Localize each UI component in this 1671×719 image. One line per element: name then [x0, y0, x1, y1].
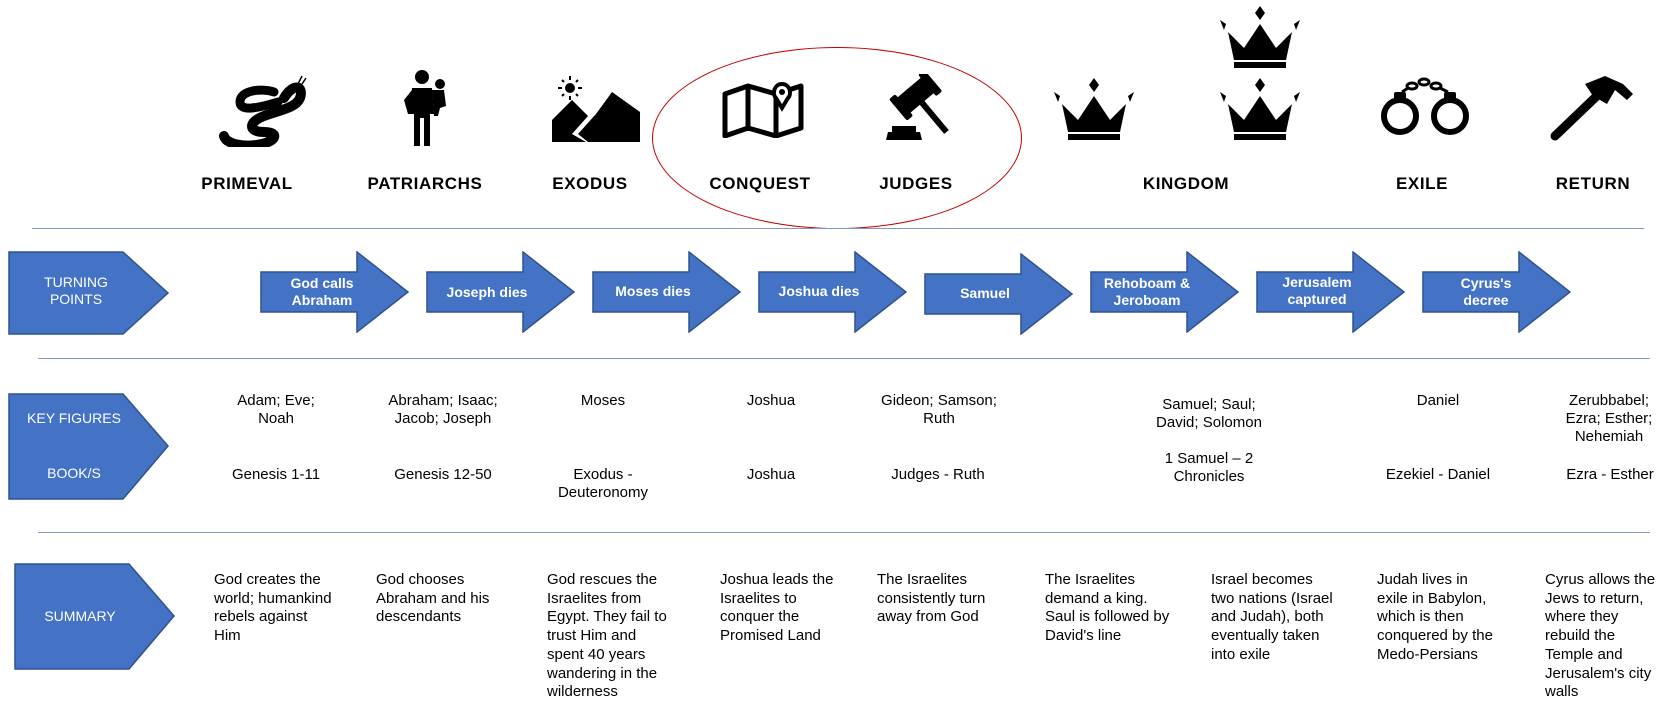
key-figures-header-label: KEY FIGURES	[27, 410, 121, 426]
crown-icon	[1220, 78, 1300, 140]
books-cell: Exodus - Deuteronomy	[557, 466, 649, 501]
divider-line	[38, 358, 1650, 359]
turning-point-arrow	[426, 251, 576, 333]
books-cell: Ezra - Esther	[1566, 466, 1654, 483]
turning-points-header-label: TURNING POINTS	[44, 274, 108, 307]
turning-point-arrow	[1090, 251, 1240, 333]
turning-point-label: Moses dies	[615, 282, 691, 299]
key-figures-cell: Abraham; Isaac; Jacob; Joseph	[388, 392, 498, 427]
turning-point-label: Samuel	[960, 284, 1010, 301]
crown-icon	[1054, 78, 1134, 140]
key-figures-cell: Gideon; Samson; Ruth	[881, 392, 997, 427]
father-child-icon	[404, 70, 446, 146]
key-figures-cell: Zerubbabel; Ezra; Esther; Nehemiah	[1565, 392, 1653, 445]
key-figures-books-header-shape	[8, 393, 169, 500]
summary-cell: Cyrus allows the Jews to return, where t…	[1545, 571, 1656, 701]
books-cell: Genesis 12-50	[394, 466, 492, 483]
era-label-exodus: EXODUS	[552, 174, 628, 193]
turning-point-label: Joseph dies	[446, 283, 528, 300]
key-figures-cell: Moses	[580, 392, 626, 409]
summary-header-label: SUMMARY	[44, 608, 116, 624]
era-label-patriarchs: PATRIARCHS	[367, 174, 483, 193]
era-label-return: RETURN	[1555, 174, 1631, 193]
summary-cell: God chooses Abraham and his descendants	[376, 571, 490, 626]
hammer-icon	[1550, 76, 1633, 141]
snake-icon	[219, 75, 307, 147]
summary-cell: The Israelites demand a king. Saul is fo…	[1045, 571, 1170, 645]
books-cell: 1 Samuel – 2 Chronicles	[1164, 450, 1254, 485]
turning-point-arrow	[260, 251, 410, 333]
books-cell: Ezekiel - Daniel	[1385, 466, 1491, 483]
key-figures-cell: Samuel; Saul; David; Solomon	[1156, 396, 1262, 431]
key-figures-cell: Adam; Eve; Noah	[237, 392, 315, 427]
summary-cell: Joshua leads the Israelites to conquer t…	[720, 571, 834, 645]
era-label-kingdom: KINGDOM	[1142, 174, 1230, 193]
crown-icon	[1220, 6, 1300, 68]
turning-point-arrow	[592, 251, 742, 333]
key-figures-cell: Daniel	[1416, 392, 1460, 409]
turning-point-label: Cyrus's decree	[1460, 275, 1512, 308]
summary-cell: God creates the world; humankind rebels …	[214, 571, 332, 645]
turning-points-header-shape	[8, 251, 170, 335]
mountains-sun-icon	[552, 76, 640, 142]
summary-cell: Judah lives in exile in Babylon, which i…	[1377, 571, 1493, 663]
turning-point-arrow	[924, 253, 1074, 335]
turning-point-label: Jerusalem captured	[1282, 274, 1352, 307]
books-cell: Genesis 1-11	[231, 466, 321, 483]
divider-line	[38, 532, 1650, 533]
key-figures-cell: Joshua	[746, 392, 796, 409]
summary-cell: Israel becomes two nations (Israel and J…	[1211, 571, 1333, 663]
turning-point-arrow	[1256, 251, 1406, 333]
conquest-judges-highlight-ellipse	[652, 47, 1022, 229]
turning-point-arrow	[758, 251, 908, 333]
turning-point-label: Rehoboam & Jeroboam	[1103, 275, 1191, 308]
turning-point-arrow	[1422, 251, 1572, 333]
books-cell: Judges - Ruth	[891, 466, 985, 483]
turning-point-label: Joshua dies	[778, 282, 860, 299]
turning-point-label: God calls Abraham	[290, 275, 354, 308]
summary-cell: The Israelites consistently turn away fr…	[877, 571, 986, 626]
handcuffs-icon	[1381, 77, 1469, 135]
divider-line	[32, 228, 1644, 229]
books-cell: Joshua	[746, 466, 796, 483]
summary-header-shape	[14, 563, 175, 670]
era-label-primeval: PRIMEVAL	[201, 174, 293, 193]
summary-cell: God rescues the Israelites from Egypt. T…	[547, 571, 667, 701]
books-header-label: BOOK/S	[47, 465, 101, 481]
era-label-exile: EXILE	[1395, 174, 1449, 193]
